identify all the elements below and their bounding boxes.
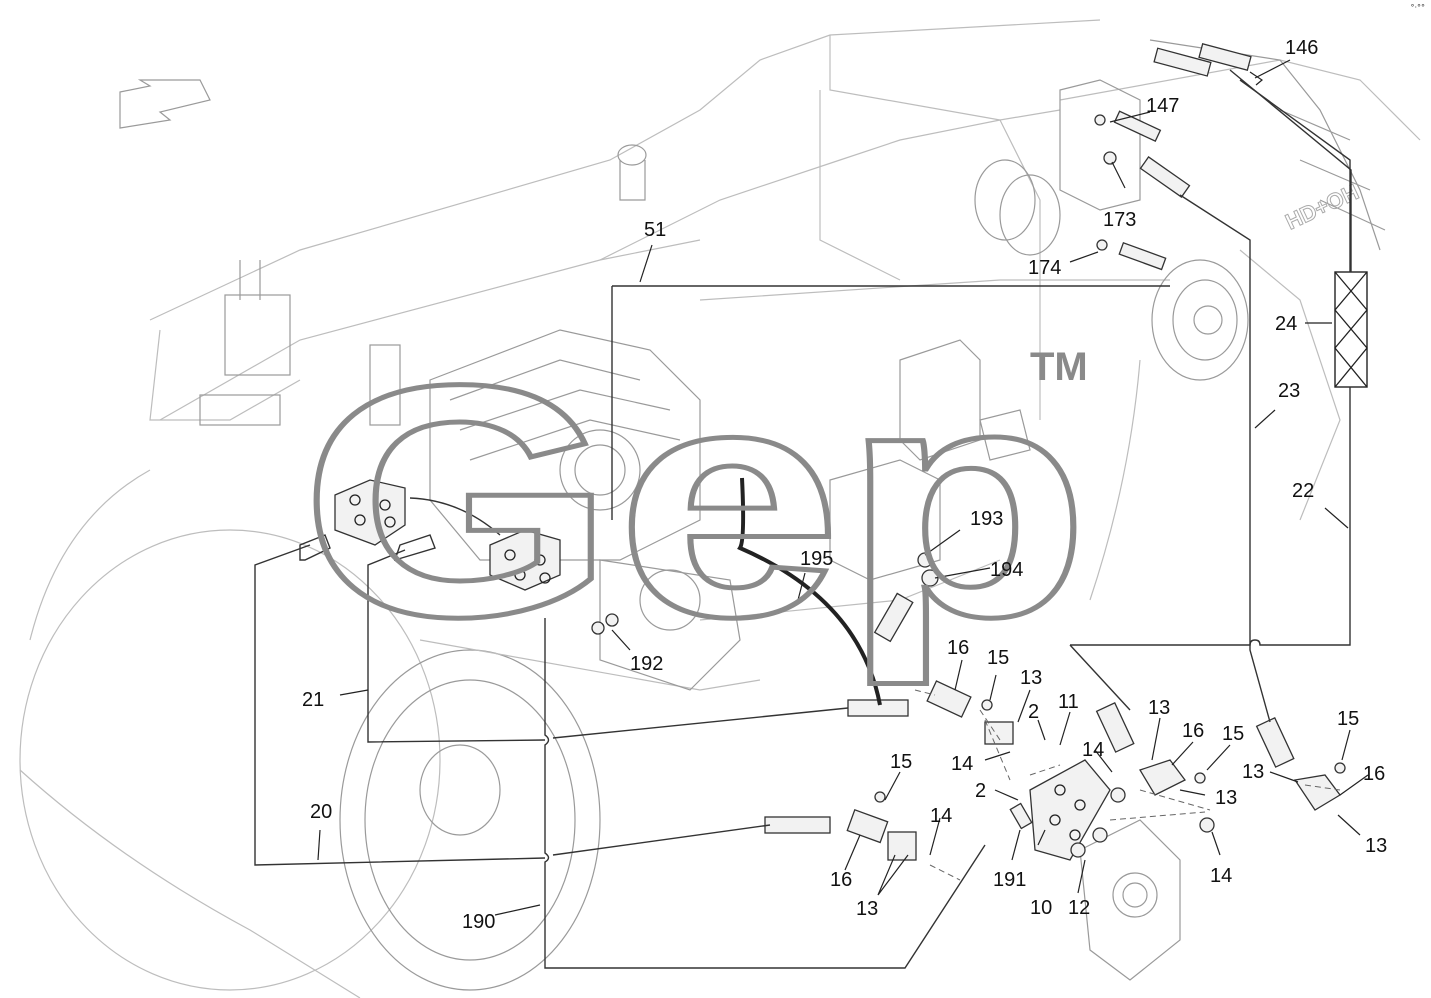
leader-lines bbox=[317, 59, 1369, 916]
line-190 bbox=[544, 618, 986, 969]
callout-20: 20 bbox=[310, 801, 332, 823]
valve-block-left bbox=[299, 479, 436, 562]
callout-14: 14 bbox=[1210, 865, 1232, 887]
callout-15: 15 bbox=[1337, 708, 1359, 730]
callout-16: 16 bbox=[830, 869, 852, 891]
callout-15: 15 bbox=[890, 751, 912, 773]
callout-2: 2 bbox=[1028, 701, 1039, 723]
callout-22: 22 bbox=[1292, 480, 1314, 502]
main-manifold bbox=[1009, 759, 1111, 861]
fittings bbox=[591, 42, 1346, 861]
callout-15: 15 bbox=[987, 647, 1009, 669]
callout-190: 190 bbox=[462, 911, 495, 933]
callout-12: 12 bbox=[1068, 897, 1090, 919]
callout-13: 13 bbox=[1242, 761, 1264, 783]
callout-193: 193 bbox=[970, 508, 1003, 530]
line-22 bbox=[1070, 387, 1351, 646]
callout-2: 2 bbox=[975, 780, 986, 802]
corner-mark: °·°° bbox=[1410, 3, 1425, 12]
line-23 bbox=[1179, 194, 1271, 723]
callout-24: 24 bbox=[1275, 313, 1297, 335]
line-195 bbox=[737, 477, 882, 706]
watermark-trademark: TM bbox=[1030, 345, 1088, 389]
callout-14: 14 bbox=[930, 805, 952, 827]
hydraulic-lines bbox=[254, 69, 1352, 969]
callout-174: 174 bbox=[1028, 257, 1061, 279]
callout-21: 21 bbox=[302, 689, 324, 711]
callout-23: 23 bbox=[1278, 380, 1300, 402]
valve-block-center bbox=[409, 497, 561, 591]
callout-13: 13 bbox=[1215, 787, 1237, 809]
callout-15: 15 bbox=[1222, 723, 1244, 745]
callout-16: 16 bbox=[947, 637, 969, 659]
callout-13: 13 bbox=[1365, 835, 1387, 857]
machine-frame-outline: HD+OH bbox=[19, 19, 1421, 998]
callout-10: 10 bbox=[1030, 897, 1052, 919]
callout-16: 16 bbox=[1182, 720, 1204, 742]
callout-192: 192 bbox=[630, 653, 663, 675]
line-20 bbox=[254, 544, 771, 866]
callout-51: 51 bbox=[644, 219, 666, 241]
callout-13: 13 bbox=[1020, 667, 1042, 689]
line-51 bbox=[611, 285, 1170, 520]
callout-14: 14 bbox=[951, 753, 973, 775]
callout-labels: 146 147 173 174 51 24 23 22 193 194 195 … bbox=[302, 37, 1387, 933]
callout-195: 195 bbox=[800, 548, 833, 570]
callout-13: 13 bbox=[856, 898, 878, 920]
direction-arrow-icon bbox=[119, 79, 211, 129]
watermark-text: Gep bbox=[300, 316, 1090, 687]
callout-194: 194 bbox=[990, 559, 1023, 581]
callout-14: 14 bbox=[1082, 739, 1104, 761]
callout-13: 13 bbox=[1148, 697, 1170, 719]
callout-147: 147 bbox=[1146, 95, 1179, 117]
callout-191: 191 bbox=[993, 869, 1026, 891]
line-24 bbox=[1229, 69, 1352, 272]
line-146 bbox=[1239, 79, 1351, 272]
callout-11: 11 bbox=[1058, 691, 1079, 713]
callout-16: 16 bbox=[1363, 763, 1385, 785]
watermark: Gep TM bbox=[298, 314, 1093, 690]
coolers-and-filter bbox=[1334, 271, 1368, 388]
callout-146: 146 bbox=[1285, 37, 1318, 59]
line-21 bbox=[367, 549, 849, 743]
callout-173: 173 bbox=[1103, 209, 1136, 231]
